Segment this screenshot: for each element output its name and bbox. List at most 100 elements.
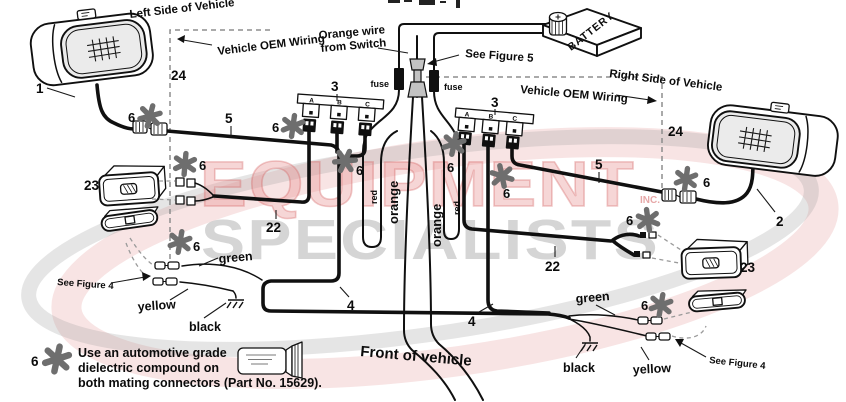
item-23-left-label: 23 xyxy=(84,178,100,193)
item-24-right-label: 24 xyxy=(668,124,684,139)
y-splice-terminals-right xyxy=(634,231,657,259)
see-figure4-left-label: See Figure 4 xyxy=(57,277,115,292)
orange-wire-callout-line1: Orange wire xyxy=(318,24,385,42)
socket-c-left xyxy=(357,106,376,123)
item-6-label: 6 xyxy=(641,298,648,313)
see-figure4-arrow-left xyxy=(110,272,151,284)
terminal-a-label: A xyxy=(464,111,470,118)
item-6-label: 6 xyxy=(447,160,454,175)
legend-number: 6 xyxy=(31,354,39,369)
legend: 6 Use an automotive grade dielectric com… xyxy=(31,342,322,390)
battery-feed-wires xyxy=(398,23,553,71)
oem-arrow-right xyxy=(615,94,657,104)
item-6-label: 6 xyxy=(272,120,279,135)
headlight-right-lead xyxy=(694,156,755,205)
item-6-label: 6 xyxy=(199,158,206,173)
asterisk-icon xyxy=(676,167,697,190)
dielectric-tube-icon xyxy=(237,341,303,379)
oem-wiring-left-label: Vehicle OEM Wiring xyxy=(217,33,326,58)
bullet-connector-right-2 xyxy=(645,332,671,341)
terminal-b-label: B xyxy=(337,99,342,106)
terminal-b-label: B xyxy=(488,113,494,120)
socket-b-left xyxy=(329,104,348,121)
item-3-left-label: 3 xyxy=(331,79,339,94)
wire-22-right xyxy=(462,143,613,243)
green-wire-right xyxy=(568,314,639,321)
clipped-text-fragment xyxy=(388,0,460,8)
item-24-left-label: 24 xyxy=(171,68,187,83)
orange-wire-label-left: orange xyxy=(386,181,401,224)
legend-line1: Use an automotive grade xyxy=(78,346,227,360)
yellow-wire-left xyxy=(179,281,234,292)
plug-b-right xyxy=(481,133,496,148)
battery: BATTERY xyxy=(542,8,642,57)
spade-connectors-left xyxy=(175,177,214,206)
leader-lines xyxy=(46,47,776,361)
junction-block-right: A B C xyxy=(454,107,535,150)
terminal-a-label: A xyxy=(309,97,314,104)
item-5-right-label: 5 xyxy=(595,157,603,172)
terminal-c-label: C xyxy=(365,101,370,108)
item-22-right-label: 22 xyxy=(545,259,560,274)
item-6-label: 6 xyxy=(193,239,200,254)
item-1-label: 1 xyxy=(36,81,44,96)
plug-c-left xyxy=(358,122,373,137)
red-wire-label-left: red xyxy=(369,190,379,204)
left-side-label: Left Side of Vehicle xyxy=(129,0,235,21)
socket-a-right xyxy=(457,116,476,133)
socket-c-right xyxy=(505,120,524,137)
fuse-right-label: fuse xyxy=(444,82,463,92)
see-figure4-right-label: See Figure 4 xyxy=(709,355,767,372)
item-23-right-label: 23 xyxy=(740,260,756,275)
ground-symbol-left xyxy=(226,299,245,309)
orange-wire-label-right: orange xyxy=(429,204,444,247)
y-splice-right xyxy=(611,232,641,257)
bullet-connector-left-2 xyxy=(152,277,178,286)
plug-c-right xyxy=(505,135,520,150)
switch-connector xyxy=(407,58,428,98)
watermark-text: EQUIPMENT INC. SPECIALISTS xyxy=(199,147,660,272)
green-wire-left xyxy=(181,263,263,281)
yellow-wire-right xyxy=(568,318,648,337)
plug-c-left-wire xyxy=(347,134,367,158)
legend-line3: both mating connectors (Part No. 15629). xyxy=(78,376,322,390)
asterisk-icon xyxy=(44,344,70,373)
fuse-right-body xyxy=(429,70,439,92)
item-4-left-label: 4 xyxy=(347,298,355,313)
marker-dashes-right xyxy=(651,234,707,339)
headlight-left-lead xyxy=(95,83,136,131)
watermark-suffix: INC. xyxy=(640,195,660,206)
legend-line2: dielectric compound on xyxy=(78,361,219,375)
battery-post xyxy=(548,11,568,36)
fuse-left-label: fuse xyxy=(370,79,389,89)
fuse-left-body xyxy=(394,68,404,90)
oem-boundary-left xyxy=(169,29,272,268)
black-wire-label-left: black xyxy=(189,320,221,334)
see-figure5-arrow xyxy=(427,54,460,66)
yellow-wire-label-right: yellow xyxy=(632,361,671,377)
oem-wiring-right-label: Vehicle OEM Wiring xyxy=(520,84,629,105)
black-wire-label-right: black xyxy=(563,361,595,375)
wire-4-right xyxy=(486,145,551,315)
item-22-left-label: 22 xyxy=(266,220,281,235)
see-figure5-label: See Figure 5 xyxy=(465,48,535,65)
asterisk-icon xyxy=(169,230,190,254)
headlight-left xyxy=(29,8,154,87)
item-5-left-label: 5 xyxy=(225,111,233,126)
item-6-label: 6 xyxy=(503,186,510,201)
item-6-label: 6 xyxy=(128,110,135,125)
red-wire-label-right: red xyxy=(452,201,462,215)
headlight-right xyxy=(707,101,839,177)
wire-5-right xyxy=(510,147,664,194)
socket-a-left xyxy=(301,102,320,119)
item-6-label: 6 xyxy=(626,213,633,228)
plug-b-left xyxy=(330,120,345,135)
green-wire-label-left: green xyxy=(218,249,253,266)
orange-wire-callout-line2: from Switch xyxy=(320,37,387,55)
see-figure4-arrow-right xyxy=(675,339,707,358)
inline-connector-right xyxy=(661,188,697,204)
item-3-right-label: 3 xyxy=(491,95,499,110)
terminal-c-label: C xyxy=(512,115,518,122)
red-wire-right xyxy=(430,90,460,241)
